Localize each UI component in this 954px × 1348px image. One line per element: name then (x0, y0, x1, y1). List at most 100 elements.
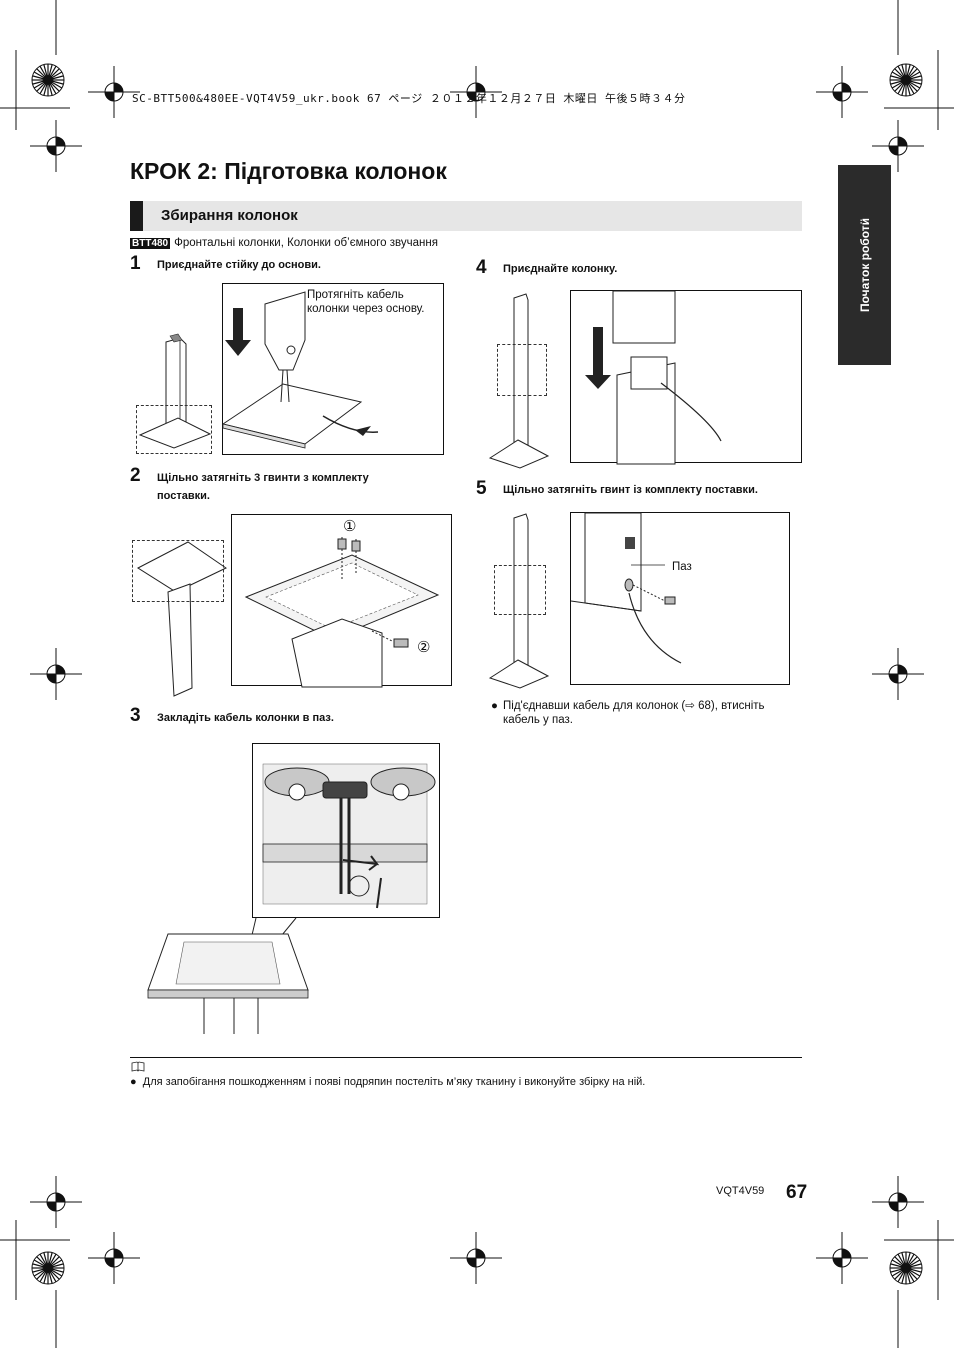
rosette-ray (905, 68, 918, 81)
rosette-ray (890, 1267, 907, 1273)
rosette-ray (905, 79, 911, 96)
section-title: Збирання колонок (161, 207, 298, 224)
step-5-callout: Паз (672, 561, 692, 573)
step-5-small-illustration (488, 513, 550, 689)
rosette-ray (47, 71, 63, 81)
crosshair-fill (833, 1249, 851, 1267)
crosshair-fill (47, 137, 65, 155)
rosette-ray (47, 1267, 60, 1280)
rosette-ray (897, 1253, 907, 1269)
rosette-ray (897, 79, 907, 95)
rosette-ray (47, 1267, 57, 1283)
side-tab: Початок роботӥ (838, 165, 891, 365)
step-3-number: 3 (130, 705, 141, 726)
step-1-text: Приєднайте стійку до основи. (157, 259, 321, 271)
rosette-ray (891, 71, 907, 81)
step-5-zoom-box (494, 565, 546, 615)
rosette-ray (891, 1259, 907, 1269)
rosette-ray (905, 1252, 911, 1269)
step-1-figure (221, 283, 444, 455)
rosette-ray (894, 1256, 907, 1269)
book-icon (131, 1061, 145, 1072)
rosette-ray (905, 1267, 918, 1280)
step-5-figure (570, 512, 790, 685)
step-2-zoom-box (132, 540, 224, 602)
rosette-ray (47, 75, 64, 81)
rosette-ray (32, 75, 49, 81)
crosshair-fill (889, 1193, 907, 1211)
rosette-ray (47, 1263, 64, 1269)
rosette-ring (889, 1251, 923, 1285)
rosette-ray (905, 71, 921, 81)
rosette-ray (32, 79, 49, 85)
step-2-text: Щільно затягніть 3 гвинти з комплекту по… (157, 469, 369, 505)
rosette-ray (905, 79, 915, 95)
step-2-marker-2: ② (417, 639, 431, 656)
model-badge-text: Фронтальні колонки, Колонки об’ємного зв… (174, 237, 438, 249)
bullet-dot-icon: ● (491, 700, 498, 712)
rosette-ray (36, 68, 49, 81)
rosette-ray (905, 1256, 918, 1269)
rosette-ray (47, 1253, 57, 1269)
crosshair-ring (888, 1192, 908, 1212)
rosette-ray (36, 1267, 49, 1280)
document-code: VQT4V59 (716, 1185, 765, 1197)
step-3-base-illustration (147, 933, 309, 1034)
rosette-center (43, 75, 53, 85)
side-tab-label: Початок роботӥ (857, 217, 872, 313)
rosette-ray (897, 65, 907, 81)
rosette-ray (905, 75, 922, 81)
rosette-ray (901, 1267, 907, 1284)
rosette-ray (905, 65, 915, 81)
rosette-ring (31, 63, 65, 97)
step-1-number: 1 (130, 253, 141, 274)
page-number: 67 (786, 1182, 808, 1203)
step-4-zoom-box (497, 344, 547, 396)
step-1-callout-line-1: Протягніть кабель (307, 289, 404, 301)
rosette-ray (47, 1267, 53, 1284)
step-4-number: 4 (476, 257, 487, 278)
crosshair-fill (467, 1249, 485, 1267)
rosette-center (43, 1263, 53, 1273)
rosette-ray (890, 75, 907, 81)
rosette-ray (891, 79, 907, 89)
step-4-figure (570, 290, 802, 465)
rosette-ray (47, 64, 53, 81)
rosette-ray (905, 1259, 921, 1269)
step-5-number: 5 (476, 478, 487, 499)
rosette-ray (894, 68, 907, 81)
rosette-ring (889, 63, 923, 97)
rosette-ray (905, 1263, 922, 1269)
rosette-ray (905, 1267, 921, 1277)
rosette-ray (47, 1256, 60, 1269)
rosette-ray (33, 1259, 49, 1269)
model-badge: BTT480 (130, 238, 171, 249)
rosette-ray (47, 1267, 64, 1273)
rosette-ray (33, 1267, 49, 1277)
rosette-ray (32, 1267, 49, 1273)
rosette-ray (39, 65, 49, 81)
crosshair-ring (46, 1192, 66, 1212)
step-5-text: Щільно затягніть гвинт із комплекту пост… (503, 484, 758, 496)
step-3-text: Закладіть кабель колонки в паз. (157, 712, 334, 724)
rosette-center (901, 1263, 911, 1273)
step-5-bullet-line-2: кабель у паз. (503, 714, 573, 726)
file-header-line: SC-BTT500&480EE-VQT4V59_ukr.book 67 ページ … (132, 92, 686, 105)
rosette-ray (43, 79, 49, 96)
rosette-ray (47, 79, 53, 96)
rosette-ray (905, 79, 918, 92)
note: ● Для запобігання пошкодженням і появі п… (130, 1076, 645, 1088)
rosette-ray (47, 1252, 53, 1269)
step-1-callout-line-2: колонки через основу. (307, 303, 425, 315)
rosette-ray (47, 79, 60, 92)
rosette-ray (36, 79, 49, 92)
step-2-small-illustration (136, 541, 227, 697)
rosette-ray (905, 1267, 915, 1283)
rosette-ray (905, 64, 911, 81)
rosette-ray (39, 79, 49, 95)
step-4-small-illustration (488, 293, 550, 469)
rosette-center (901, 75, 911, 85)
crosshair-ring (104, 1248, 124, 1268)
crosshair-ring (832, 82, 852, 102)
